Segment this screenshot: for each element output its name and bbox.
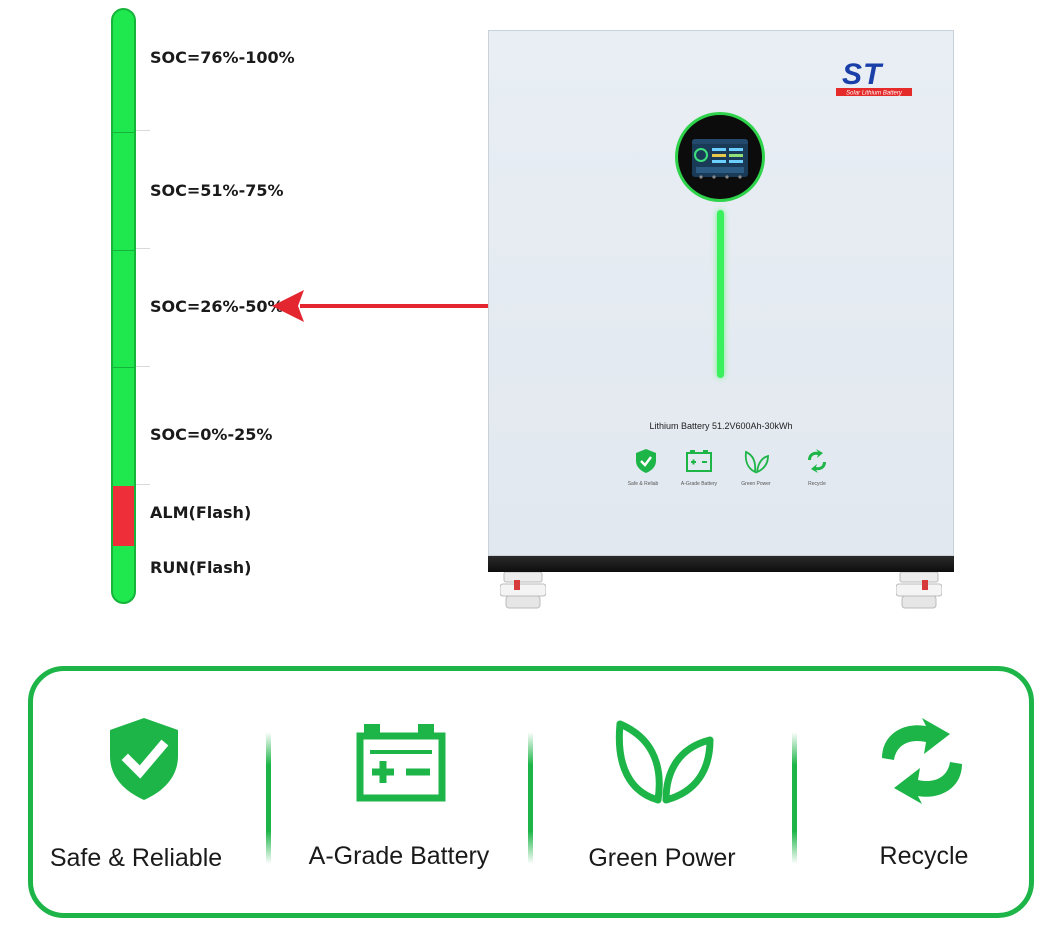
battery-icon: [356, 724, 446, 802]
soc-label-26-50: SOC=26%-50%: [150, 297, 284, 316]
led-tick: [136, 484, 150, 485]
led-divider: [113, 132, 134, 133]
mini-shield-icon: [636, 449, 656, 473]
soc-label-76-100: SOC=76%-100%: [150, 48, 295, 67]
led-tick: [136, 130, 150, 131]
mini-label-green: Green Power: [741, 481, 771, 487]
status-light-strip: [717, 210, 724, 378]
shield-check-icon: [110, 718, 178, 800]
brand-tagline: Solar Lithium Battery: [846, 91, 903, 97]
caster-foot-right: [896, 572, 942, 609]
mini-label-battery: A-Grade Battery: [680, 481, 718, 487]
lcd-buttons: [699, 175, 742, 179]
recycle-icon: [882, 718, 962, 804]
feature-label-green: Green Power: [588, 844, 736, 872]
cabinet-base: [488, 556, 954, 572]
feature-label-recycle: Recycle: [879, 842, 969, 870]
lcd-content: [692, 139, 748, 173]
feature-divider: [792, 732, 797, 864]
mini-label-recycle: Recycle: [808, 481, 826, 487]
soc-label-51-75: SOC=51%-75%: [150, 181, 284, 200]
leaf-icon: [615, 720, 714, 804]
feature-label-safe: Safe & Reliable: [49, 844, 223, 872]
led-divider: [113, 367, 134, 368]
mini-label-safe: Safe & Reliab: [627, 481, 659, 487]
led-tick: [136, 248, 150, 249]
brand-mark: ST: [842, 58, 884, 91]
soc-label-0-25: SOC=0%-25%: [150, 425, 273, 444]
alarm-label: ALM(Flash): [150, 503, 252, 522]
model-label: Lithium Battery 51.2V600Ah-30kWh: [649, 421, 793, 431]
feature-divider: [266, 732, 271, 864]
caster-foot-left: [500, 572, 546, 609]
led-indicator-bar: [111, 8, 136, 604]
brand-logo: ST Solar Lithium Battery: [836, 58, 912, 97]
feature-label-battery: A-Grade Battery: [308, 842, 490, 870]
run-label: RUN(Flash): [150, 558, 252, 577]
led-tick: [136, 366, 150, 367]
lcd-display: [675, 112, 765, 202]
lcd-screen: [692, 139, 748, 177]
mini-leaf-icon: [744, 450, 769, 474]
feature-divider: [528, 732, 533, 864]
led-alarm-segment: [113, 486, 134, 546]
mini-recycle-icon: [808, 449, 826, 473]
mini-battery-icon: [686, 450, 712, 472]
led-divider: [113, 250, 134, 251]
